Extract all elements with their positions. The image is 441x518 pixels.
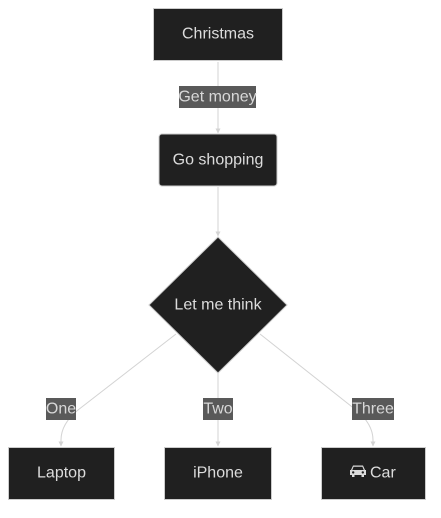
edge-label-text: One xyxy=(46,401,76,418)
node-iphone-box xyxy=(164,447,272,500)
edge-label-get-money: Get money xyxy=(178,86,257,108)
edge-label-text: Two xyxy=(203,401,232,418)
node-car-label: Car xyxy=(370,465,396,482)
edge-decision-to-car xyxy=(259,333,376,447)
edge-label-three: Three xyxy=(352,398,394,420)
edge-label-text: Get money xyxy=(178,89,256,106)
node-iphone[interactable]: iPhone xyxy=(164,447,272,500)
edge-label-two: Two xyxy=(203,398,233,420)
edge-decision-to-laptop xyxy=(58,333,177,447)
edge-label-text: Three xyxy=(352,401,394,418)
edge-label-bg xyxy=(352,398,394,420)
edge-label-bg xyxy=(203,398,233,420)
node-decision[interactable]: Let me think xyxy=(148,236,288,374)
node-christmas-box xyxy=(153,8,283,61)
node-go-shopping[interactable]: Go shopping xyxy=(158,133,278,187)
node-laptop-box xyxy=(8,447,115,500)
edge-label-bg xyxy=(46,398,76,420)
node-christmas-label: Christmas xyxy=(182,26,254,43)
node-car-box xyxy=(321,447,426,500)
node-christmas[interactable]: Christmas xyxy=(153,8,283,61)
node-iphone-label: iPhone xyxy=(193,465,243,482)
node-go-shopping-label: Go shopping xyxy=(173,152,264,169)
edge-label-one: One xyxy=(46,398,76,420)
node-car[interactable]: Car xyxy=(321,447,426,500)
node-laptop[interactable]: Laptop xyxy=(8,447,115,500)
node-go-shopping-box xyxy=(158,133,278,187)
car-icon xyxy=(350,465,366,477)
node-decision-diamond xyxy=(148,236,288,374)
edge-label-bg xyxy=(179,86,256,108)
node-laptop-label: Laptop xyxy=(37,465,86,482)
node-decision-label: Let me think xyxy=(174,297,262,314)
